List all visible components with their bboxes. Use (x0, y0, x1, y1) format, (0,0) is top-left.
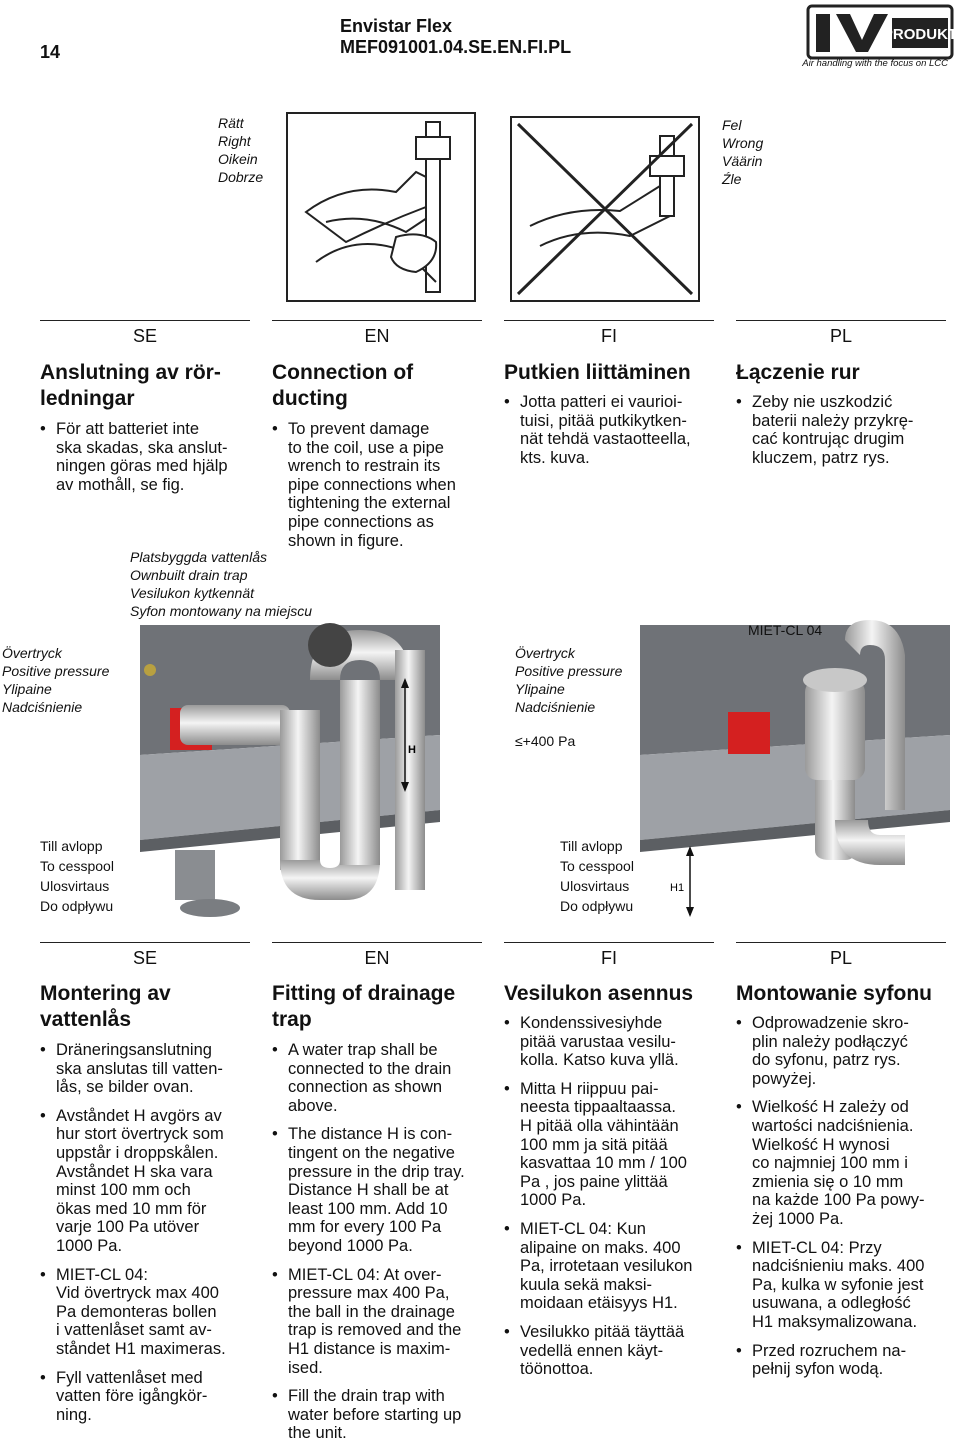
logo-text: PRODUKT (883, 26, 954, 43)
fi-connection-heading: Putkien liittäminen (504, 361, 691, 384)
se-connection-list: För att batteriet inte ska skadas, ska a… (40, 420, 260, 504)
page-number: 14 (40, 42, 61, 62)
wrong-wrench-illustration (510, 116, 700, 302)
pl-trap-list: Odprowadzenie skro- plin należy podłączy… (736, 1014, 956, 1389)
lang-header-en-2: EN (272, 942, 482, 969)
document-title-line2: MEF091001.04.SE.EN.FI.PL (340, 37, 572, 57)
fi-connection-list: Jotta patteri ei vaurioi- tuisi, pitää p… (504, 393, 728, 477)
se-trap-bullet: Avståndet H avgörs av hur stort övertryc… (40, 1107, 262, 1256)
en-connection-list: To prevent damage to the coil, use a pip… (272, 420, 496, 560)
en-trap-bullet: Fill the drain trap with water before st… (272, 1387, 498, 1443)
right-caption: Rätt Right Oikein Dobrze (218, 115, 264, 185)
pl-trap-bullet: Wielkość H zależy od wartości nadciśnien… (736, 1098, 956, 1228)
lang-header-fi: FI (504, 320, 714, 347)
se-connection-heading: Anslutning av rör- ledningar (40, 361, 221, 410)
iv-produkt-logo: PRODUKT (806, 4, 954, 60)
h-dimension-label: H (408, 744, 416, 756)
en-trap-bullet: A water trap shall be connected to the d… (272, 1041, 498, 1115)
left-trap-pipe (180, 623, 425, 900)
right-trap-miet-cl04 (803, 620, 905, 865)
fi-trap-bullet: Vesilukko pitää täyttää vedellä ennen kä… (504, 1323, 730, 1379)
fi-connection-bullet: Jotta patteri ei vaurioi- tuisi, pitää p… (504, 393, 728, 467)
lang-header-fi-2: FI (504, 942, 714, 969)
fi-trap-list: Kondenssivesiyhde pitää varustaa vesilu-… (504, 1014, 730, 1389)
right-positive-pressure-caption: Övertryck Positive pressure Ylipaine Nad… (515, 645, 623, 715)
right-drain-caption: Till avlopp To cesspool Ulosvirtaus Do o… (560, 838, 634, 914)
en-trap-list: A water trap shall be connected to the d… (272, 1041, 498, 1453)
fi-trap-bullet: Mitta H riippuu pai- neesta tippaaltaass… (504, 1080, 730, 1210)
pl-connection-list: Zeby nie uszkodzić baterii należy przykr… (736, 393, 956, 477)
wrong-caption: Fel Wrong Väärin Źle (722, 117, 764, 187)
se-trap-bullet: Fyll vattenlåset med vatten före igångkö… (40, 1369, 262, 1425)
pl-trap-heading: Montowanie syfonu (736, 982, 932, 1005)
drain-trap-figures: H H1 (140, 620, 950, 917)
lang-header-se: SE (40, 320, 250, 347)
en-connection-bullet: To prevent damage to the coil, use a pip… (272, 420, 496, 550)
lang-header-pl-2: PL (736, 942, 946, 969)
se-trap-bullet: MIET-CL 04: Vid övertryck max 400 Pa dem… (40, 1266, 262, 1359)
fi-trap-heading: Vesilukon asennus (504, 982, 694, 1005)
right-unit-housing (640, 625, 950, 852)
en-connection-heading: Connection of ducting (272, 361, 414, 410)
ownbuilt-trap-caption: Platsbyggda vattenlås Ownbuilt drain tra… (130, 549, 313, 619)
fi-trap-bullet: MIET-CL 04: Kun alipaine on maks. 400 Pa… (504, 1220, 730, 1313)
en-trap-heading: Fitting of drainage trap (272, 982, 456, 1031)
fi-trap-bullet: Kondenssivesiyhde pitää varustaa vesilu-… (504, 1014, 730, 1070)
pl-connection-bullet: Zeby nie uszkodzić baterii należy przykr… (736, 393, 956, 467)
document-title: Envistar Flex MEF091001.04.SE.EN.FI.PL (340, 16, 571, 58)
lang-header-pl: PL (736, 320, 946, 347)
se-trap-heading: Montering av vattenlås (40, 982, 171, 1031)
en-trap-bullet: The distance H is con- tingent on the ne… (272, 1125, 498, 1255)
model-label: MIET-CL 04 (748, 622, 823, 638)
lang-header-en: EN (272, 320, 482, 347)
logo-tagline: Air handling with the focus on LCC (802, 58, 948, 69)
document-title-line1: Envistar Flex (340, 16, 453, 36)
pl-trap-bullet: Przed rozruchem na- pełnij syfon wodą. (736, 1342, 956, 1379)
pl-connection-heading: Łączenie rur (736, 361, 860, 384)
se-connection-bullet: För att batteriet inte ska skadas, ska a… (40, 420, 260, 494)
pl-trap-bullet: Odprowadzenie skro- plin należy podłączy… (736, 1014, 956, 1088)
pl-trap-bullet: MIET-CL 04: Przy nadciśnieniu maks. 400 … (736, 1239, 956, 1332)
se-trap-list: Dräneringsanslutning ska anslutas till v… (40, 1041, 262, 1434)
lang-header-se-2: SE (40, 942, 250, 969)
h1-dimension-label: H1 (670, 882, 684, 894)
left-positive-pressure-caption: Övertryck Positive pressure Ylipaine Nad… (2, 645, 110, 715)
se-trap-bullet: Dräneringsanslutning ska anslutas till v… (40, 1041, 262, 1097)
right-wrench-illustration (286, 112, 476, 302)
pressure-limit-label: ≤+400 Pa (515, 733, 576, 749)
right-drain-connection (728, 712, 770, 754)
en-trap-bullet: MIET-CL 04: At over- pressure max 400 Pa… (272, 1266, 498, 1378)
left-drain-caption: Till avlopp To cesspool Ulosvirtaus Do o… (40, 838, 114, 914)
